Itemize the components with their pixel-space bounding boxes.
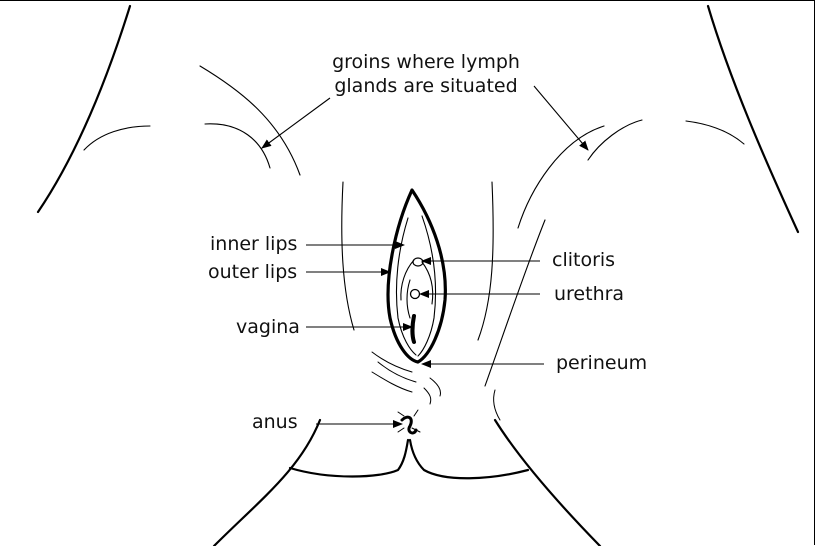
outer-lips-label: outer lips (208, 260, 297, 284)
left-groin-fold-lower (205, 124, 270, 168)
vaginal-opening (413, 316, 415, 342)
anus-mark (402, 417, 416, 433)
left-inner-thigh (342, 182, 354, 330)
perineum-crease-4 (430, 378, 441, 396)
right-groin-fold-lower (588, 120, 642, 160)
perineum-crease-5 (424, 388, 431, 404)
right-inner-buttock (494, 390, 500, 420)
groins-label-line2: glands are situated (316, 74, 536, 98)
left-buttock-line (214, 420, 320, 546)
urethra-opening (411, 290, 420, 299)
groin-left-arrow (262, 98, 330, 148)
right-hip-outline (708, 6, 798, 232)
left-groin-fold-upper (200, 66, 300, 175)
vagina-label: vagina (236, 315, 300, 339)
perineum-label: perineum (556, 351, 647, 375)
perineum-crease-3 (372, 372, 412, 392)
right-gluteal-fold (410, 440, 528, 478)
labia-fold-right (422, 262, 433, 304)
right-buttock-line (495, 420, 600, 546)
groin-right-arrow (534, 86, 588, 150)
urethra-label: urethra (554, 282, 624, 306)
inner-lips-label: inner lips (210, 232, 297, 256)
labia-fold-inner (407, 280, 410, 318)
groins-label: groins where lymph glands are situated (316, 50, 536, 98)
inner-lips-right (418, 216, 436, 356)
anus-label: anus (252, 410, 298, 434)
groins-label-line1: groins where lymph (316, 50, 536, 74)
right-thigh-crease (686, 121, 744, 144)
right-thigh-lower (485, 220, 545, 386)
clitoris-label: clitoris (552, 248, 615, 272)
left-thigh-crease (84, 126, 150, 150)
right-groin-fold-upper (518, 126, 604, 228)
left-hip-outline (38, 6, 130, 212)
